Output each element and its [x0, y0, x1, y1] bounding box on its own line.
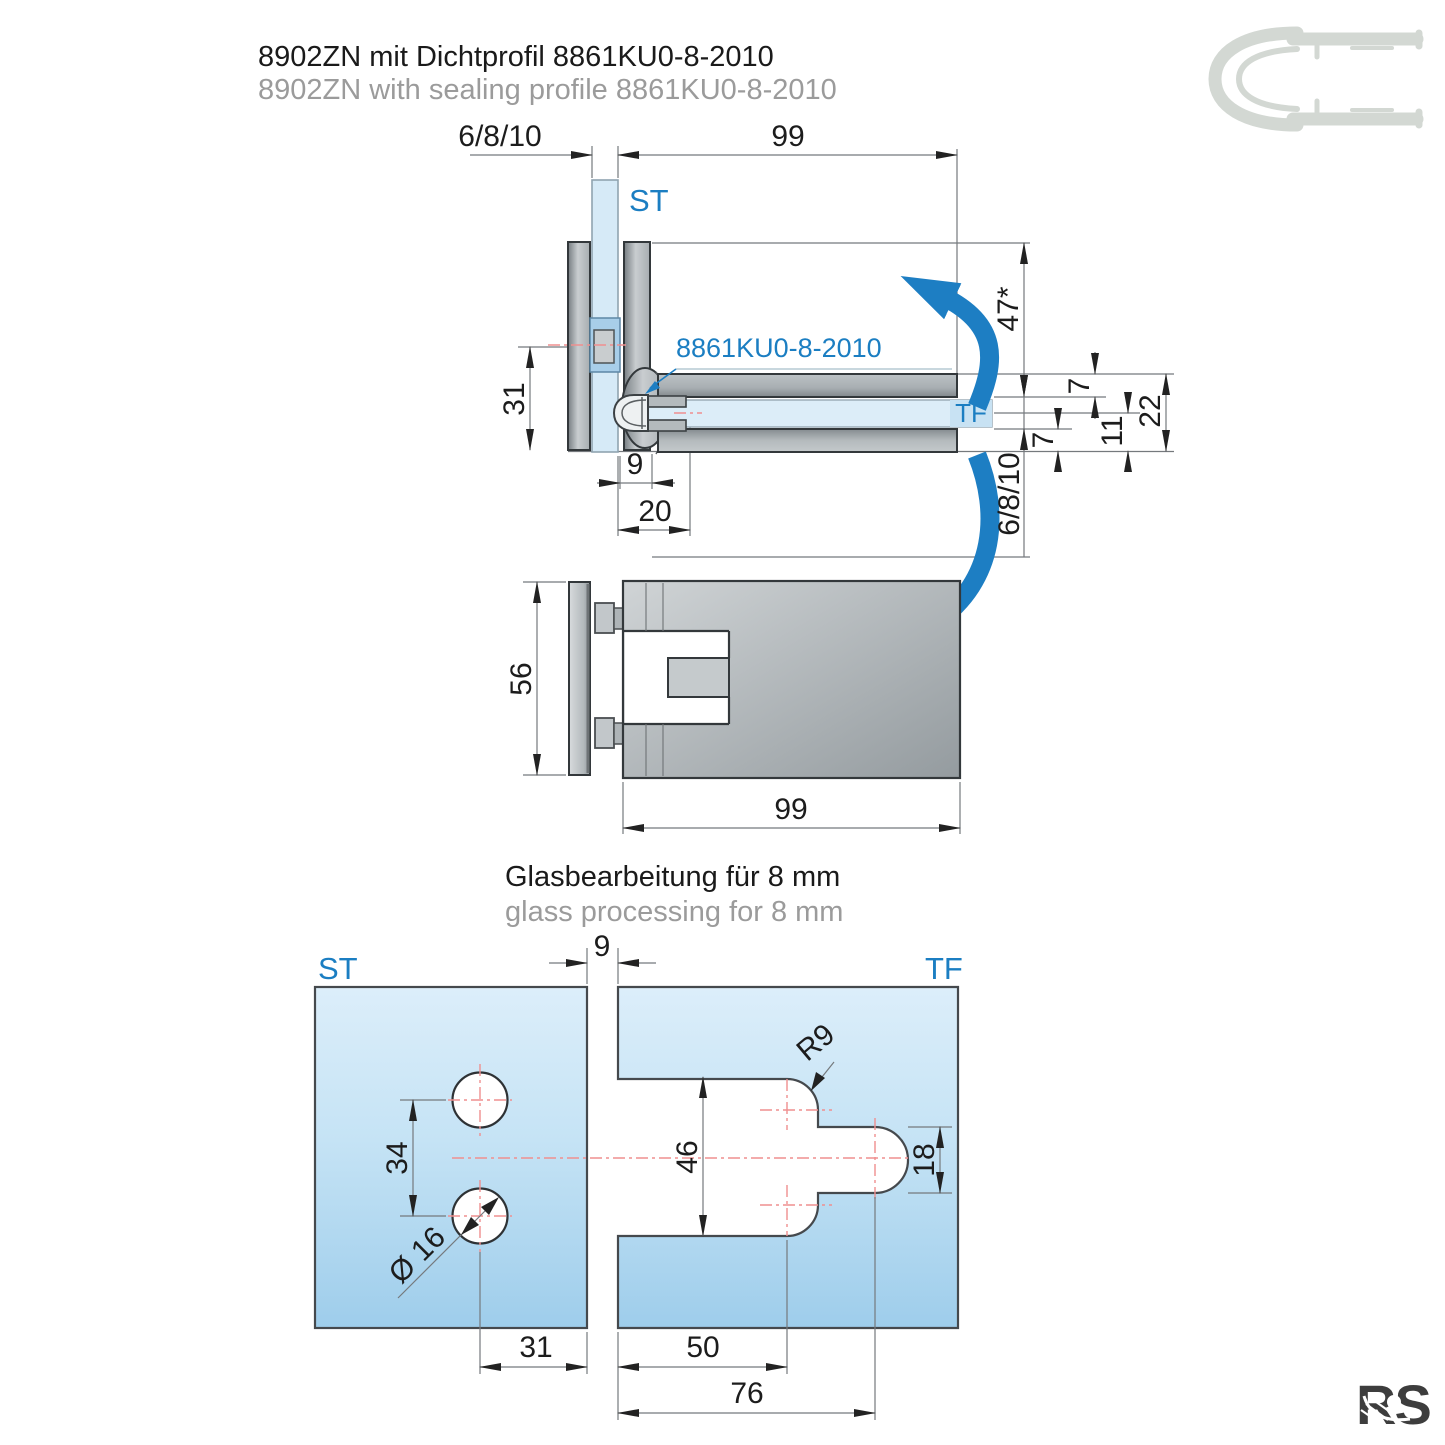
dim-lip-bottom-7: 7 — [1027, 432, 1060, 449]
label-seal-profile: 8861KU0-8-2010 — [676, 333, 882, 363]
plan-dimensions: 56 99 — [505, 581, 961, 834]
dia-arrow-up-icon — [481, 1197, 499, 1215]
centerlines — [448, 1064, 910, 1252]
dim-lip-top-7: 7 — [1063, 378, 1096, 395]
plan-back-plate — [568, 581, 591, 776]
plan-view: 56 99 — [505, 579, 962, 834]
plan-bolt-top — [594, 602, 615, 634]
side-view: TF ST 8861KU0-8-2010 6/8/10 99 47* 6/8/1… — [458, 120, 1174, 649]
glass-panel-st — [591, 179, 619, 453]
clamp-bar-top — [657, 373, 958, 398]
side-view-dimensions: 6/8/10 99 47* 6/8/10 7 11 22 7 31 — [458, 120, 1170, 536]
rs-logo-hatch — [1360, 1398, 1394, 1425]
rs-logo: RS — [1356, 1373, 1432, 1436]
plan-bolt-bottom — [594, 717, 615, 749]
dim-notch-total-76: 76 — [730, 1377, 763, 1410]
swing-arrow-up-icon — [900, 275, 1000, 411]
dim-notch-height-46: 46 — [671, 1140, 704, 1173]
dim-length-99: 99 — [771, 120, 804, 153]
dim-hole-spacing-34: 34 — [381, 1141, 414, 1174]
plan-clamp-tongue — [667, 657, 730, 698]
label-leader-arrow-icon — [645, 381, 660, 394]
clamp-pad-bottom — [647, 419, 687, 432]
plan-seam-lines — [645, 583, 664, 776]
header: 8902ZN mit Dichtprofil 8861KU0-8-2010 89… — [258, 41, 837, 106]
section-title-en: glass processing for 8 mm — [505, 896, 843, 928]
dim-half-height-11: 11 — [1096, 415, 1129, 446]
plan-notch-outline — [623, 629, 731, 726]
glass-blank-tf — [616, 985, 960, 1330]
sealing-profile-icon — [1208, 26, 1424, 132]
dim-plan-height-56: 56 — [505, 662, 538, 695]
glass-blank-st — [313, 985, 589, 1330]
r9-leader-arrow-icon — [811, 1072, 825, 1091]
dim-total-height-22: 22 — [1134, 394, 1167, 427]
label-tf-bottom: TF — [925, 951, 963, 986]
seal-inner-arc — [621, 399, 647, 427]
glass-processing-view: ST TF 9 34 Ø 16 46 R9 18 31 50 76 — [313, 930, 963, 1420]
dim-notch-depth-50: 50 — [686, 1331, 719, 1364]
dim-hole-to-edge-31: 31 — [519, 1331, 552, 1364]
dim-gap-9: 9 — [594, 930, 611, 963]
plan-bolt-bottom-nub — [613, 722, 624, 745]
clamp-bar-bottom — [657, 428, 958, 453]
label-st-side: ST — [629, 183, 669, 218]
dim-glass-inset-20: 20 — [638, 495, 671, 528]
dia-arrow-down-icon — [461, 1217, 479, 1235]
rs-logo-arc — [1362, 1395, 1411, 1422]
glass-panel-tf — [644, 399, 993, 428]
page-title-en: 8902ZN with sealing profile 8861KU0-8-20… — [258, 74, 837, 106]
dim-backplate-31: 31 — [498, 382, 531, 415]
back-plate — [567, 241, 591, 451]
seal-bulb — [612, 394, 649, 432]
page-title-de: 8902ZN mit Dichtprofil 8861KU0-8-2010 — [258, 41, 774, 73]
plan-bolt-top-nub — [613, 607, 624, 630]
clamp-pad-top — [647, 395, 687, 408]
dim-swing-47: 47* — [992, 286, 1025, 331]
connector-insert — [593, 329, 615, 364]
label-st-bottom: ST — [318, 951, 358, 986]
rs-logo-dot — [1387, 1395, 1401, 1409]
section-title-de: Glasbearbeitung für 8 mm — [505, 861, 840, 893]
dim-pivot-offset-9: 9 — [627, 448, 644, 481]
dim-tab-height-18: 18 — [908, 1143, 941, 1176]
dim-plan-length-99: 99 — [774, 793, 807, 826]
glass-processing-header: Glasbearbeitung für 8 mm glass processin… — [505, 861, 843, 928]
dim-glass-thickness-top: 6/8/10 — [458, 120, 541, 153]
dim-glass-thickness-right: 6/8/10 — [993, 452, 1026, 535]
